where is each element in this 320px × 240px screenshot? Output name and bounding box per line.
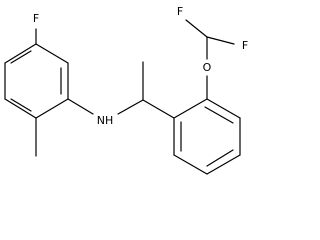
- right-ring-bond: [206, 98, 241, 119]
- ring-to-amine-bond: [67, 98, 94, 115]
- ch-to-right-ring-bond: [142, 99, 175, 119]
- right-ring-bond: [173, 154, 208, 175]
- left-ring-bond: [4, 43, 37, 64]
- molecule-diagram: F NH O F F: [4, 5, 248, 175]
- left-ring-inner-bond: [10, 50, 32, 64]
- atom-label-fluorine-ring: F: [33, 12, 39, 25]
- right-ring-bond: [173, 98, 208, 119]
- left-ring-bond: [4, 98, 37, 119]
- atom-labels: F NH O F F: [33, 5, 248, 127]
- right-ring-inner-bond: [204, 106, 234, 124]
- chf2-to-fluorine-upper-bond: [185, 19, 208, 38]
- atom-label-fluorine-right: F: [242, 39, 248, 52]
- atom-label-fluorine-upper: F: [177, 5, 183, 18]
- chf2-to-fluorine-right-bond: [206, 36, 235, 45]
- atom-label-amine: NH: [97, 114, 114, 127]
- right-ring-bond: [206, 154, 241, 175]
- left-ring-bond: [35, 98, 69, 119]
- right-ring-inner-bond: [206, 149, 234, 167]
- atom-label-ether-oxygen: O: [203, 61, 212, 74]
- amine-to-ch-bond: [117, 99, 144, 115]
- left-ring-inner-bond: [10, 98, 32, 112]
- bonds: [4, 19, 241, 175]
- left-ring-bond: [35, 43, 69, 64]
